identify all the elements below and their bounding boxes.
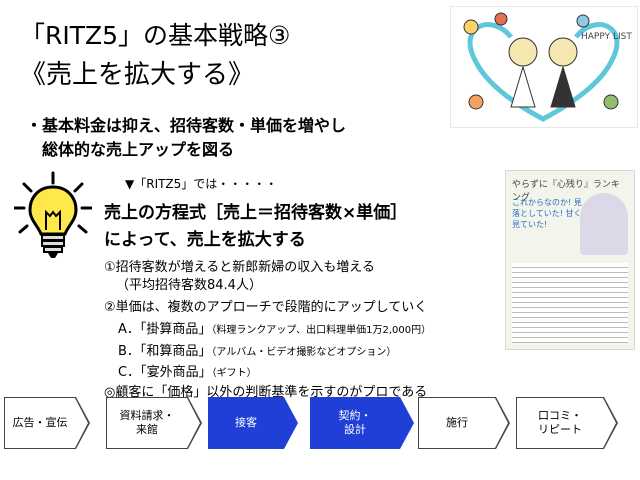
flow-arrow-4 (399, 397, 414, 449)
item-c-label: C．「宴外商品」 (118, 365, 212, 380)
clipping-quote: これからなのか! 見落としていた! 甘く見ていた! (512, 198, 582, 229)
clipping-body-text (512, 263, 628, 343)
conclusion: ◎顧客に「価格」以外の判断基準を示すのがプロである (104, 385, 428, 400)
item-b-note: （アルバム・ビデオ撮影などオプション） (211, 347, 397, 358)
slide-title-line1: 「RITZ5」の基本戦略③ (20, 21, 291, 50)
point-2: ②単価は、複数のアプローチで段階的にアップしていく (104, 300, 428, 315)
flow-arrow-5 (495, 397, 510, 449)
item-c: C．「宴外商品」（ギフト） (118, 361, 257, 380)
flow-arrow-1 (75, 397, 90, 449)
item-b: B．「和算商品」（アルバム・ビデオ撮影などオプション） (118, 340, 396, 359)
lightbulb-icon (13, 170, 93, 262)
flow-step-4: 契約・ 設計 (310, 397, 400, 449)
flow-arrow-2 (187, 397, 202, 449)
main-bullet: ・基本料金は抑え、招待客数・単価を増やし 総体的な売上アップを図る (26, 114, 446, 162)
equation-line2: によって、売上を拡大する (104, 230, 306, 250)
flow-step-3: 接客 (208, 397, 284, 449)
flow-step-1: 広告・宣伝 (4, 397, 76, 449)
happy-list-illustration: HAPPY LIST (450, 6, 638, 128)
lead-text: ▼「RITZ5」では・・・・・ (125, 177, 278, 191)
flow-arrow-6 (603, 397, 618, 449)
point-1-detail: （平均招待客数84.4人） (116, 278, 262, 293)
point-1: ①招待客数が増えると新郎新婦の収入も増える (104, 260, 375, 275)
main-bullet-line1: ・基本料金は抑え、招待客数・単価を増やし (26, 116, 347, 135)
equation-block: 売上の方程式［売上＝招待客数×単価］ によって、売上を拡大する (104, 200, 407, 254)
flow-step-5: 施行 (418, 397, 496, 449)
slide-title-line2: 《売上を拡大する》 (20, 60, 255, 90)
item-a-note: （料理ランクアップ、出口料理単価1万2,000円） (211, 325, 432, 336)
process-flow: 広告・宣伝 資料請求・ 来館 接客 契約・ 設計 施行 口コミ・ リピート (0, 397, 640, 457)
flow-step-2: 資料請求・ 来館 (106, 397, 188, 449)
magazine-clipping: やらずに『心残り』ランキング これからなのか! 見落としていた! 甘く見ていた! (505, 170, 635, 350)
happy-list-caption: HAPPY LIST (581, 32, 632, 42)
equation-line1: 売上の方程式［売上＝招待客数×単価］ (104, 203, 408, 223)
clipping-title: やらずに『心残り』ランキング (512, 180, 620, 203)
main-bullet-line2: 総体的な売上アップを図る (42, 140, 235, 159)
flow-step-6: 口コミ・ リピート (516, 397, 604, 449)
item-b-label: B．「和算商品」 (118, 344, 212, 359)
item-a: A．「掛算商品」（料理ランクアップ、出口料理単価1万2,000円） (118, 318, 431, 337)
item-c-note: （ギフト） (211, 368, 257, 379)
bride-photo (580, 193, 628, 255)
item-a-label: A．「掛算商品」 (118, 322, 212, 337)
flow-arrow-3 (283, 397, 298, 449)
